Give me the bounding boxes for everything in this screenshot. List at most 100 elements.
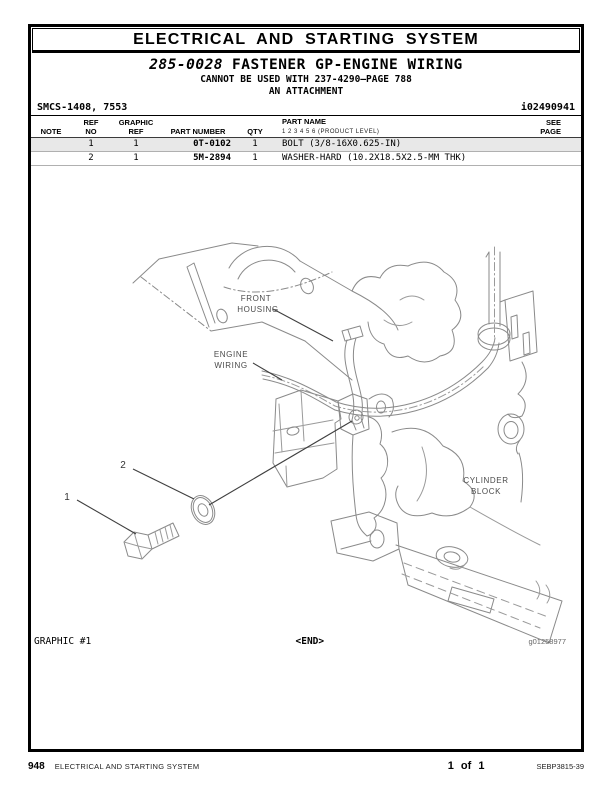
part-group-title: FASTENER GP-ENGINE WIRING bbox=[232, 57, 463, 73]
rail-slot bbox=[447, 586, 495, 614]
lug-hole bbox=[376, 400, 386, 414]
washer-to-hole-leader bbox=[208, 420, 353, 506]
bracket-arm-right bbox=[366, 416, 389, 537]
part-group-line: 285-0028 FASTENER GP-ENGINE WIRING bbox=[31, 57, 581, 73]
housing-bolt-hole bbox=[216, 308, 228, 324]
cylinder-block-label: BLOCK bbox=[471, 487, 501, 496]
housing-centerline bbox=[140, 276, 212, 332]
document-id: i02490941 bbox=[520, 102, 575, 113]
col-qty: QTY bbox=[247, 126, 263, 136]
cell-part-name: BOLT (3/8-16X0.625-IN) bbox=[282, 139, 402, 149]
tube bbox=[485, 251, 501, 327]
page-count: 1 of 1 bbox=[447, 760, 485, 772]
rail-boss bbox=[435, 546, 469, 568]
cell-qty: 1 bbox=[252, 153, 258, 163]
engine-wiring-label: ENGINE bbox=[214, 350, 248, 359]
graphic-caption-row: GRAPHIC #1 <END> g01258977 bbox=[34, 636, 566, 647]
document-code: SEBP3815-39 bbox=[536, 762, 584, 771]
bracket-slots bbox=[510, 314, 531, 356]
cell-graphic-ref: 1 bbox=[133, 153, 139, 163]
col-part-name-title: PART NAME bbox=[282, 117, 327, 126]
block-edge bbox=[515, 439, 524, 503]
col-part-number: PART NUMBER bbox=[170, 126, 226, 136]
engine-wiring-label: WIRING bbox=[214, 361, 247, 370]
front-housing-outline bbox=[132, 242, 259, 284]
callout-1: 1 bbox=[64, 492, 70, 503]
callout-2-leader bbox=[132, 468, 195, 500]
wiring-harness-centerline bbox=[261, 364, 486, 413]
bolt-threads bbox=[154, 524, 174, 545]
cell-part-number: 5M-2894 bbox=[193, 153, 231, 163]
cell-qty: 1 bbox=[252, 139, 258, 149]
foot-hole bbox=[369, 529, 385, 549]
front-housing-label: FRONT bbox=[241, 294, 272, 303]
callout-2: 2 bbox=[120, 460, 126, 471]
callout-1-leader bbox=[76, 499, 137, 535]
system-title: ELECTRICAL AND STARTING SYSTEM bbox=[133, 31, 479, 48]
table-row: 1 1 0T-0102 1 BOLT (3/8-16X0.625-IN) bbox=[31, 138, 581, 152]
housing-rib bbox=[186, 262, 216, 328]
tube-bracket bbox=[499, 290, 538, 362]
cell-ref-no: 1 bbox=[88, 139, 94, 149]
lug bbox=[368, 393, 394, 418]
cylinder-block-label: CYLINDER bbox=[463, 476, 508, 485]
harness-strap bbox=[344, 337, 363, 421]
col-part-name: PART NAME 1 2 3 4 5 6 (PRODUCT LEVEL) bbox=[275, 117, 533, 136]
page-footer: 948 ELECTRICAL AND STARTING SYSTEM 1 of … bbox=[28, 760, 584, 772]
bolt-boss bbox=[337, 393, 370, 436]
clamp-ring bbox=[477, 322, 511, 346]
block-contour-right bbox=[507, 361, 527, 419]
bolt-hole bbox=[348, 409, 364, 425]
engine-casting-contour bbox=[351, 261, 462, 363]
rail-accents bbox=[449, 562, 551, 604]
page-number: 948 bbox=[28, 761, 45, 772]
restriction-note: CANNOT BE USED WITH 237-4290—PAGE 788 bbox=[200, 74, 412, 85]
attachment-note: AN ATTACHMENT bbox=[268, 86, 344, 97]
col-note: NOTE bbox=[40, 126, 62, 136]
col-ref-no-line1: REF bbox=[83, 118, 99, 127]
table-row: 2 1 5M-2894 1 WASHER-HARD (10.2X18.5X2.5… bbox=[31, 152, 581, 166]
col-graphic-ref-line1: GRAPHIC bbox=[118, 118, 154, 127]
housing-opening-inner-arc bbox=[237, 259, 296, 280]
housing-bottom-edge bbox=[210, 321, 306, 342]
col-product-level: 1 2 3 4 5 6 (PRODUCT LEVEL) bbox=[282, 128, 380, 135]
rail-boss-inner bbox=[443, 551, 461, 563]
front-housing-label: HOUSING bbox=[237, 305, 279, 314]
cell-graphic-ref: 1 bbox=[133, 139, 139, 149]
graphic-caption: GRAPHIC #1 bbox=[34, 636, 92, 647]
mount-block-outline bbox=[272, 389, 342, 488]
mount-block-hole bbox=[286, 426, 300, 436]
cell-ref-no: 2 bbox=[88, 153, 94, 163]
bolt-head-facets bbox=[123, 531, 153, 560]
footer-section-title: ELECTRICAL AND STARTING SYSTEM bbox=[54, 762, 200, 771]
bolt-hole-center bbox=[354, 415, 360, 421]
part-group-number: 285-0028 bbox=[149, 57, 224, 73]
wiring-harness-bottom bbox=[262, 342, 500, 417]
engine-edge bbox=[304, 340, 353, 381]
col-see-page-line2: PAGE bbox=[540, 126, 561, 136]
bolt-shank bbox=[147, 522, 180, 550]
pan-rail-dashes bbox=[401, 562, 549, 629]
graphic-id: g01258977 bbox=[528, 637, 566, 646]
system-title-band: ELECTRICAL AND STARTING SYSTEM bbox=[32, 28, 580, 53]
part-group-header: 285-0028 FASTENER GP-ENGINE WIRING CANNOT… bbox=[31, 54, 581, 97]
cell-part-number: 0T-0102 bbox=[193, 139, 231, 149]
casting-detail bbox=[383, 295, 425, 326]
harness-clip bbox=[341, 325, 364, 342]
housing-bolt-hole bbox=[300, 277, 314, 295]
block-lobe-detail bbox=[416, 446, 541, 546]
col-ref-no-line2: NO bbox=[85, 126, 97, 136]
col-graphic-ref-line2: REF bbox=[128, 126, 144, 136]
housing-opening-centerline bbox=[223, 271, 333, 293]
mount-block-facets bbox=[272, 390, 335, 488]
smcs-code: SMCS-1408, 7553 bbox=[37, 102, 128, 113]
housing-top-right-edge bbox=[299, 260, 353, 292]
smcs-row: SMCS-1408, 7553 i02490941 bbox=[31, 97, 581, 116]
